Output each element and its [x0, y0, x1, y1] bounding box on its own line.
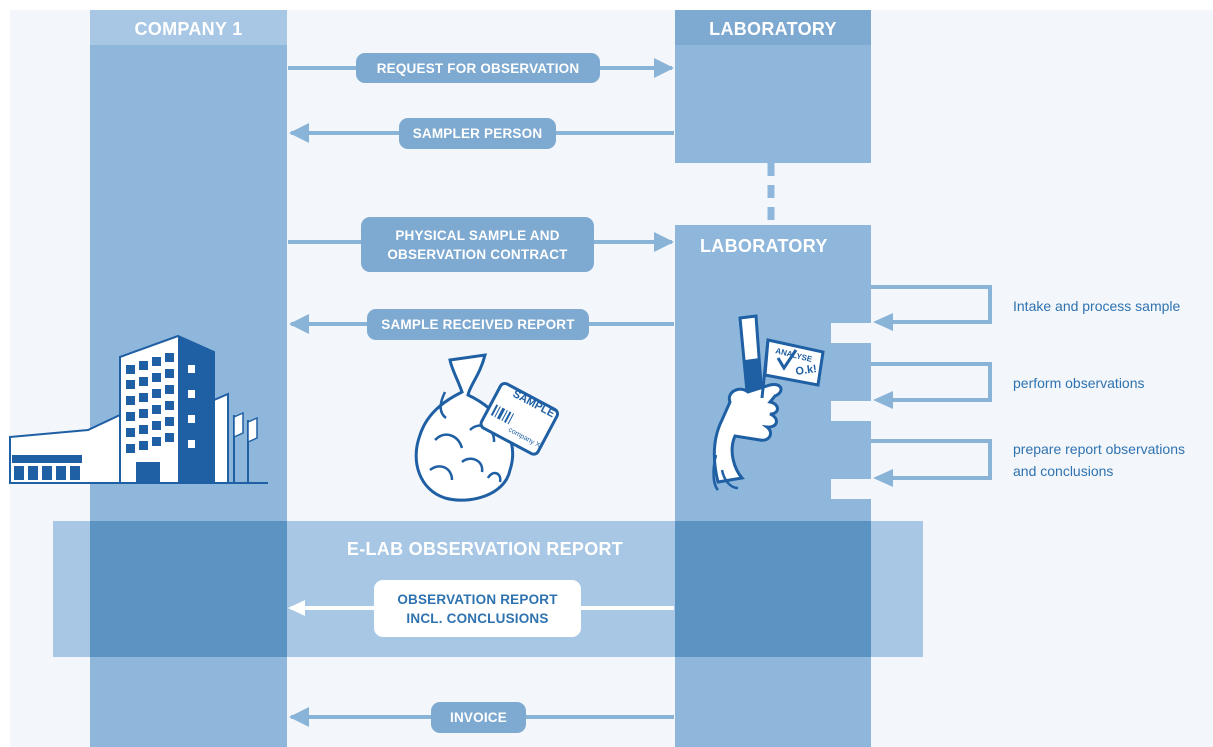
step-prepare-line-2: and conclusions	[1013, 463, 1114, 479]
report-message: OBSERVATION REPORT INCL. CONCLUSIONS	[374, 580, 581, 637]
sample-received-label: SAMPLE RECEIVED REPORT	[381, 317, 575, 332]
company-building-icon	[9, 334, 268, 484]
company-title: COMPANY 1	[134, 19, 243, 39]
report-arrowhead	[288, 600, 305, 616]
step-prepare: prepare report observations and conclusi…	[1013, 438, 1211, 482]
laboratory-bottom-title: LABORATORY	[700, 236, 828, 256]
step-prepare-line-1: prepare report observations	[1013, 441, 1185, 457]
sample-bag-icon: SAMPLE company X	[414, 353, 560, 502]
loop-arrowhead-intake	[873, 313, 893, 331]
invoice-message: INVOICE	[431, 702, 526, 733]
loop-arrow-prepare	[871, 439, 992, 480]
lab-notch-3	[831, 479, 871, 499]
lab-notch-1	[831, 323, 871, 343]
physical-sample-label-1: PHYSICAL SAMPLE AND	[395, 227, 560, 243]
elab-band-company-overlap	[90, 521, 287, 657]
request-label: REQUEST FOR OBSERVATION	[376, 60, 580, 76]
loop-arrowhead-perform	[873, 391, 893, 409]
laboratory-top-title: LABORATORY	[709, 19, 837, 39]
test-tube-hand-icon: ANALYSE O.k!	[712, 314, 825, 491]
sampler-label: SAMPLER PERSON	[412, 126, 543, 141]
laboratory-top-header	[675, 10, 871, 45]
lab-notch-2	[831, 401, 871, 421]
request-message: REQUEST FOR OBSERVATION	[356, 53, 600, 83]
step-perform: perform observations	[1013, 375, 1145, 391]
physical-sample-label-2: OBSERVATION CONTRACT	[387, 246, 568, 262]
loop-arrowhead-prepare	[873, 469, 893, 487]
elab-band-title: E-LAB OBSERVATION REPORT	[346, 539, 624, 559]
sample-received-message: SAMPLE RECEIVED REPORT	[367, 309, 589, 340]
flag-text-2: O.k!	[795, 363, 818, 378]
loop-arrow-intake	[871, 285, 992, 324]
physical-sample-message: PHYSICAL SAMPLE AND OBSERVATION CONTRACT	[361, 217, 594, 272]
report-label-2: INCL. CONCLUSIONS	[406, 610, 549, 626]
invoice-label: INVOICE	[450, 710, 507, 725]
report-label-1: OBSERVATION REPORT	[397, 591, 558, 607]
loop-arrow-perform	[871, 362, 992, 402]
elab-band-lab-overlap	[675, 521, 871, 657]
step-intake: Intake and process sample	[1013, 298, 1181, 314]
sampler-message: SAMPLER PERSON	[399, 118, 556, 149]
company-header	[90, 10, 287, 45]
